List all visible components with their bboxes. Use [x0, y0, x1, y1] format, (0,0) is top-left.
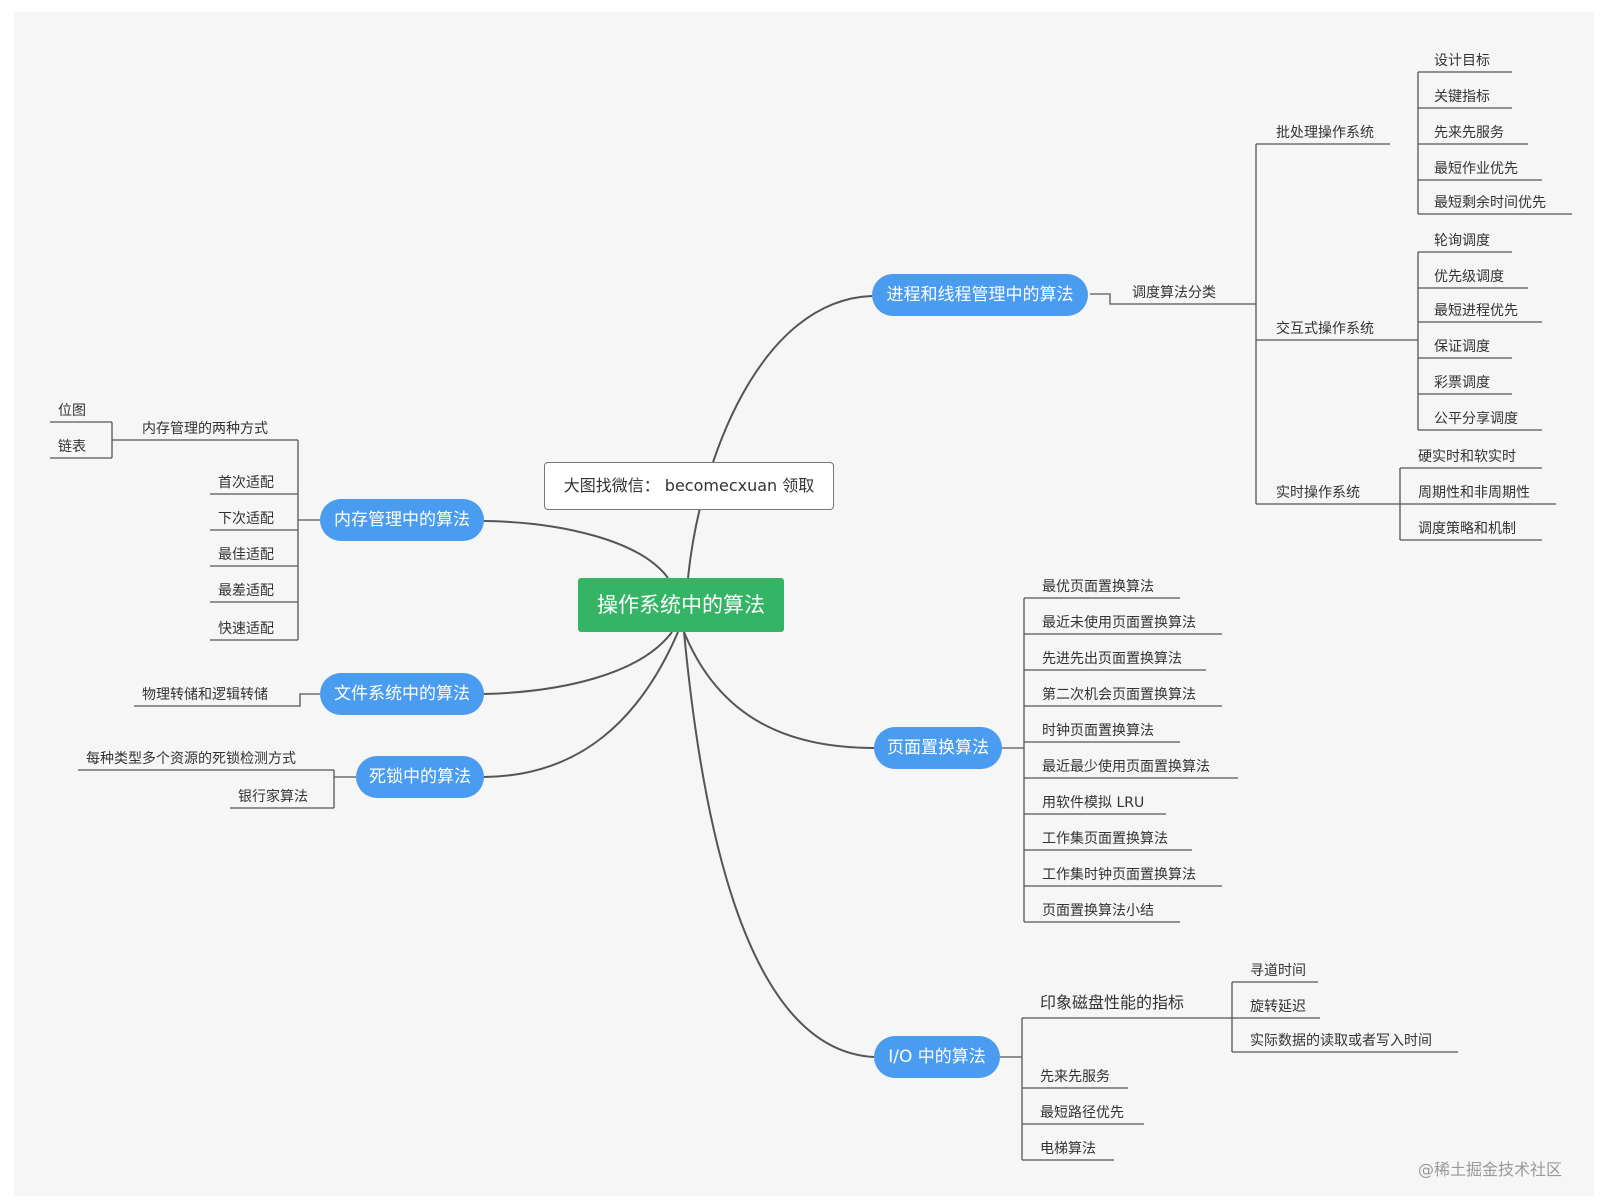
- leaf: 优先级调度: [1434, 269, 1504, 285]
- leaf: 调度策略和机制: [1418, 521, 1516, 537]
- leaf: 位图: [58, 403, 86, 419]
- leaf: 先来先服务: [1434, 125, 1504, 141]
- leaf: 寻道时间: [1250, 963, 1306, 979]
- label-two-ways: 内存管理的两种方式: [142, 421, 268, 437]
- leaf: 最近最少使用页面置换算法: [1042, 759, 1210, 775]
- leaf: 最短进程优先: [1434, 303, 1518, 319]
- branch-file[interactable]: 文件系统中的算法: [320, 673, 484, 715]
- leaf: 物理转储和逻辑转储: [142, 687, 268, 703]
- edge-page: [683, 631, 875, 749]
- leaf: 保证调度: [1434, 339, 1490, 355]
- leaf: 工作集时钟页面置换算法: [1042, 867, 1196, 883]
- leaf: 最佳适配: [218, 547, 274, 563]
- edge-deadlock: [483, 631, 679, 778]
- leaf: 银行家算法: [238, 789, 308, 805]
- branch-io[interactable]: I/O 中的算法: [874, 1036, 1000, 1078]
- leaf: 快速适配: [218, 621, 274, 637]
- branch-page[interactable]: 页面置换算法: [874, 727, 1002, 769]
- leaf: 关键指标: [1434, 89, 1490, 105]
- leaf: 下次适配: [218, 511, 274, 527]
- leaf: 最近未使用页面置换算法: [1042, 615, 1196, 631]
- mindmap-canvas: [14, 12, 1594, 1196]
- leaf: 每种类型多个资源的死锁检测方式: [86, 751, 296, 767]
- label-realtime-os: 实时操作系统: [1276, 485, 1360, 501]
- leaf: 最优页面置换算法: [1042, 579, 1154, 595]
- leaf: 轮询调度: [1434, 233, 1490, 249]
- branch-process[interactable]: 进程和线程管理中的算法: [872, 274, 1088, 316]
- leaf: 旋转延迟: [1250, 999, 1306, 1015]
- leaf: 最短作业优先: [1434, 161, 1518, 177]
- edge-memory: [483, 520, 669, 579]
- watermark: @稀土掘金技术社区: [1418, 1160, 1563, 1179]
- leaf: 时钟页面置换算法: [1042, 723, 1154, 739]
- edge-file: [483, 631, 673, 695]
- leaf: 工作集页面置换算法: [1042, 831, 1168, 847]
- leaf: 彩票调度: [1434, 375, 1490, 391]
- leaf: 页面置换算法小结: [1042, 903, 1154, 919]
- edge-io: [683, 631, 875, 1058]
- leaf: 先进先出页面置换算法: [1042, 651, 1182, 667]
- leaf: 先来先服务: [1040, 1069, 1110, 1085]
- label-scheduling-categories: 调度算法分类: [1132, 285, 1216, 301]
- leaf: 电梯算法: [1040, 1141, 1096, 1157]
- leaf: 最短路径优先: [1040, 1105, 1124, 1121]
- leaf: 最差适配: [218, 583, 274, 599]
- leaf: 周期性和非周期性: [1418, 485, 1530, 501]
- leaf: 用软件模拟 LRU: [1042, 795, 1145, 811]
- branch-deadlock[interactable]: 死锁中的算法: [356, 756, 484, 798]
- leaf: 第二次机会页面置换算法: [1042, 687, 1196, 703]
- leaf: 最短剩余时间优先: [1434, 195, 1546, 211]
- leaf: 链表: [58, 439, 86, 455]
- root-node[interactable]: 操作系统中的算法: [578, 578, 784, 632]
- note-box: 大图找微信： becomecxuan 领取: [544, 462, 834, 510]
- label-batch-os: 批处理操作系统: [1276, 125, 1374, 141]
- leaf: 实际数据的读取或者写入时间: [1250, 1033, 1432, 1049]
- leaf: 首次适配: [218, 475, 274, 491]
- label-interactive-os: 交互式操作系统: [1276, 321, 1374, 337]
- edge-process: [687, 295, 873, 579]
- leaf: 设计目标: [1434, 53, 1490, 69]
- label-disk-metrics: 印象磁盘性能的指标: [1040, 993, 1185, 1012]
- leaf: 硬实时和软实时: [1418, 449, 1516, 465]
- branch-memory[interactable]: 内存管理中的算法: [320, 499, 484, 541]
- leaf: 公平分享调度: [1434, 411, 1518, 427]
